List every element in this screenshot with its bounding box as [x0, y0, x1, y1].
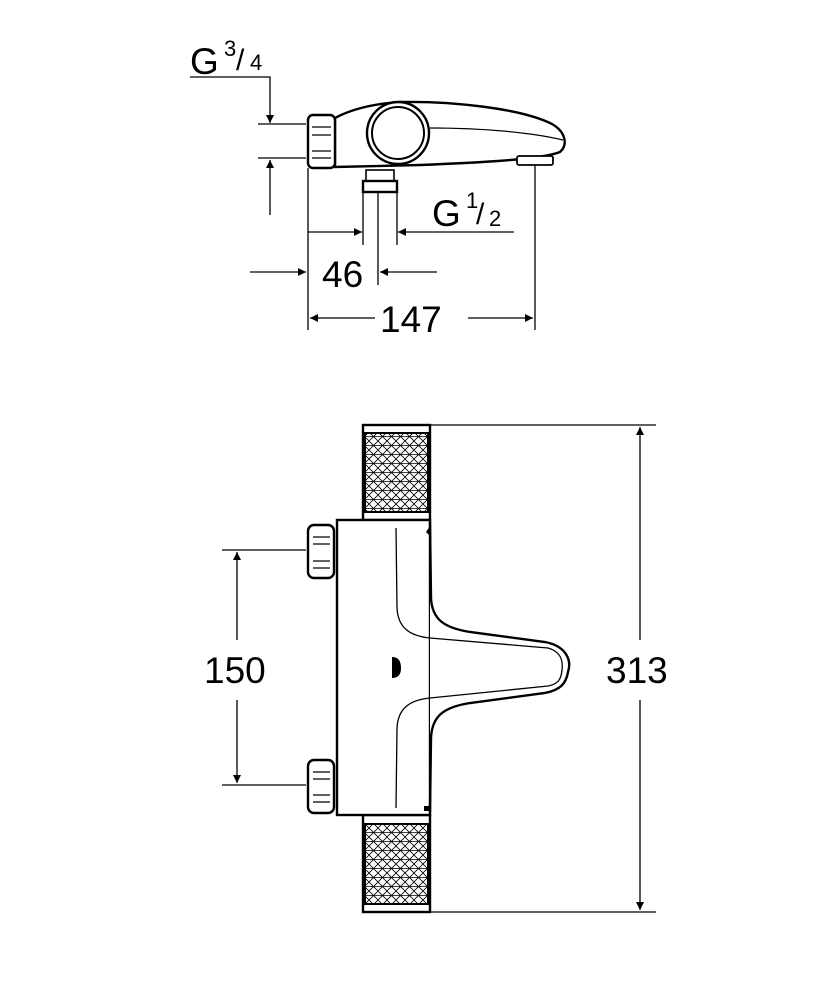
front-view: 150 313: [204, 423, 668, 914]
control-knob-outer: [365, 100, 431, 166]
top-grip-knurl: [364, 432, 429, 513]
inlet-thread-prefix: G: [190, 41, 219, 82]
outlet-thread-numerator: 1: [466, 188, 478, 213]
inlet-extension-lines: [258, 123, 306, 159]
bottom-stop-mark: [424, 806, 429, 811]
bottom-grip-knurl: [364, 823, 429, 905]
dim-46-label: 46: [322, 254, 363, 295]
lower-inlet-nut: [306, 758, 336, 815]
outlet-thread-slash: /: [476, 198, 485, 231]
outlet-connector-nut: [361, 179, 399, 194]
extension-lines: [307, 165, 536, 330]
dim-150-label: 150: [204, 650, 266, 691]
upper-inlet-nut: [306, 523, 336, 580]
mixer-body-front: [335, 518, 432, 817]
body-contour: [429, 127, 564, 141]
dim-150-extension-lines: [222, 549, 306, 786]
spout-outlet: [516, 155, 554, 166]
outlet-thread-prefix: G: [432, 193, 461, 234]
inlet-thread-slash: /: [236, 44, 245, 77]
lever-handle-outline: [428, 521, 571, 813]
dim-313-extension-lines: [430, 424, 656, 913]
inlet-thread-denominator: 4: [250, 50, 262, 75]
top-stop-mark: [426, 526, 430, 536]
dim-147-label: 147: [380, 299, 442, 340]
inlet-thread-numerator: 3: [224, 36, 236, 61]
dim-313-label: 313: [606, 650, 668, 691]
side-view: G 3 / 4 G 1 / 2 46 147: [190, 36, 566, 340]
lever-handle-inner: [395, 527, 563, 809]
inlet-nut-side: [306, 113, 337, 170]
outlet-thread-denominator: 2: [489, 206, 501, 231]
control-knob-inner: [371, 106, 425, 160]
nut-facets: [312, 126, 331, 159]
inlet-dim-arrow-top: [190, 76, 274, 123]
temperature-marker: [392, 657, 401, 678]
